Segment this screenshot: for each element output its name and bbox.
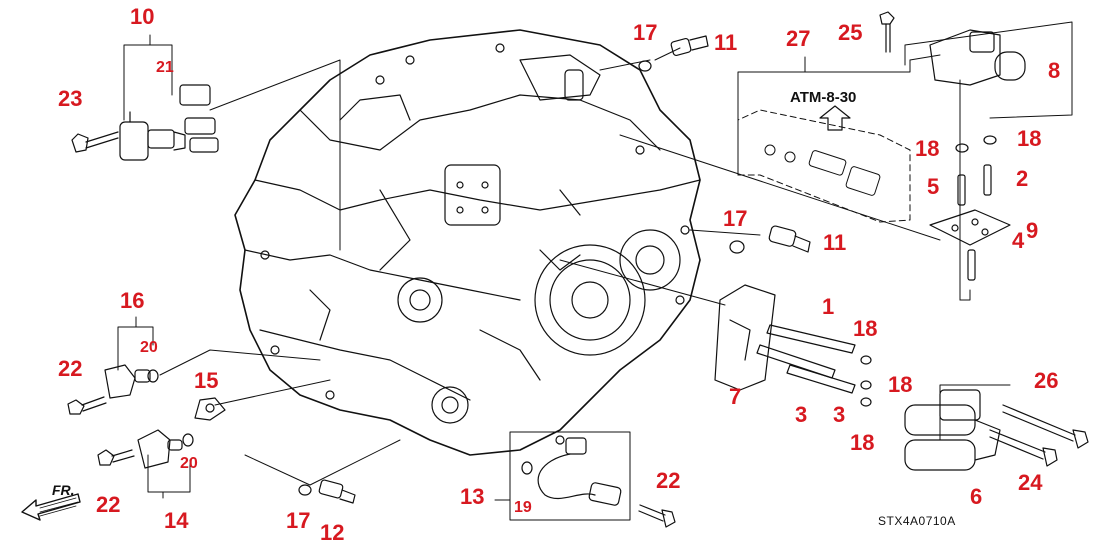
part-14-sensor	[137, 429, 183, 469]
part-13-sensor	[537, 437, 622, 506]
callout-2: 2	[1016, 166, 1029, 191]
front-direction-arrow	[21, 493, 81, 521]
callout-1: 1	[822, 294, 835, 319]
part-8-solenoid	[929, 29, 1026, 86]
part-18-o-rings-right	[860, 355, 872, 407]
callout-20-lower: 20	[180, 455, 198, 472]
callout-14: 14	[164, 508, 189, 533]
callout-17-bottom: 17	[286, 508, 311, 533]
part-11-switch-mid	[768, 225, 811, 253]
callout-18-c: 18	[853, 316, 878, 341]
part-17-washer-bottom	[298, 484, 312, 496]
callout-22-lower-left: 22	[96, 492, 121, 517]
part-22-bolt-upper	[67, 396, 107, 415]
part-20-o-ring-upper	[147, 369, 159, 383]
part-18-o-rings-top	[955, 135, 997, 153]
transmission-case	[234, 29, 701, 456]
callout-17-top: 17	[633, 20, 658, 45]
part-11-switch-top	[670, 35, 709, 57]
callout-24: 24	[1018, 470, 1043, 495]
callout-18-b: 18	[1017, 126, 1042, 151]
callout-9: 9	[1026, 218, 1039, 243]
callout-22-lower-right: 22	[656, 468, 681, 493]
callout-4: 4	[1012, 228, 1025, 253]
part-15-bracket	[194, 397, 226, 421]
callout-26: 26	[1034, 368, 1059, 393]
callout-20-upper: 20	[140, 339, 158, 356]
callout-13: 13	[460, 484, 485, 509]
part-2-pipe	[983, 164, 992, 196]
part-1-pipe	[766, 324, 856, 354]
callout-21: 21	[156, 59, 174, 76]
callout-16: 16	[120, 288, 145, 313]
reference-arrow	[819, 105, 851, 131]
callout-12: 12	[320, 520, 345, 545]
reference-box	[737, 109, 911, 223]
part-10-sensor	[119, 111, 186, 161]
callout-6: 6	[970, 484, 983, 509]
part-23-bolt	[71, 131, 119, 153]
callout-23: 23	[58, 86, 83, 111]
callout-19: 19	[514, 499, 532, 516]
callout-7: 7	[729, 384, 742, 409]
callout-5: 5	[927, 174, 940, 199]
part-5-pipe	[957, 174, 966, 206]
part-22-bolt-lower-left	[97, 449, 135, 466]
callout-11-top: 11	[714, 30, 738, 55]
part-22-bolt-lower-right	[638, 504, 676, 528]
part-3-pipes	[756, 344, 856, 394]
part-12-switch	[318, 479, 356, 504]
callout-22-upper: 22	[58, 356, 83, 381]
callout-18-e: 18	[850, 430, 875, 455]
callout-27: 27	[786, 26, 811, 51]
diagram-code: STX4A0710A	[878, 514, 956, 528]
callout-15: 15	[194, 368, 219, 393]
callout-18-a: 18	[915, 136, 940, 161]
callout-18-d: 18	[888, 372, 913, 397]
part-9-plate	[929, 209, 1011, 246]
part-17-washer-top	[638, 60, 652, 72]
part-24-bolt	[989, 429, 1058, 467]
callout-17-mid: 17	[723, 206, 748, 231]
callout-10: 10	[130, 4, 155, 29]
callout-3-right: 3	[833, 402, 846, 427]
callout-8: 8	[1048, 58, 1061, 83]
callout-11-mid: 11	[823, 230, 847, 255]
reference-solenoid-sketch	[764, 144, 881, 196]
reference-code: ATM-8-30	[790, 89, 857, 106]
part-19-o-ring	[521, 461, 533, 475]
part-7-cover-plate	[714, 284, 776, 391]
front-label: FR.	[52, 482, 75, 498]
part-20-o-ring-lower	[182, 433, 194, 447]
callout-25: 25	[838, 20, 863, 45]
part-26-bolt	[1002, 404, 1089, 449]
part-21-connector	[179, 84, 219, 153]
part-6-solenoid	[904, 389, 1001, 471]
part-17-washer-mid	[729, 240, 745, 254]
leader-lines	[117, 21, 1073, 521]
part-16-sensor	[104, 364, 151, 399]
part-25-bolt	[879, 11, 895, 53]
callout-3-left: 3	[795, 402, 808, 427]
part-4-pipe	[967, 249, 976, 281]
